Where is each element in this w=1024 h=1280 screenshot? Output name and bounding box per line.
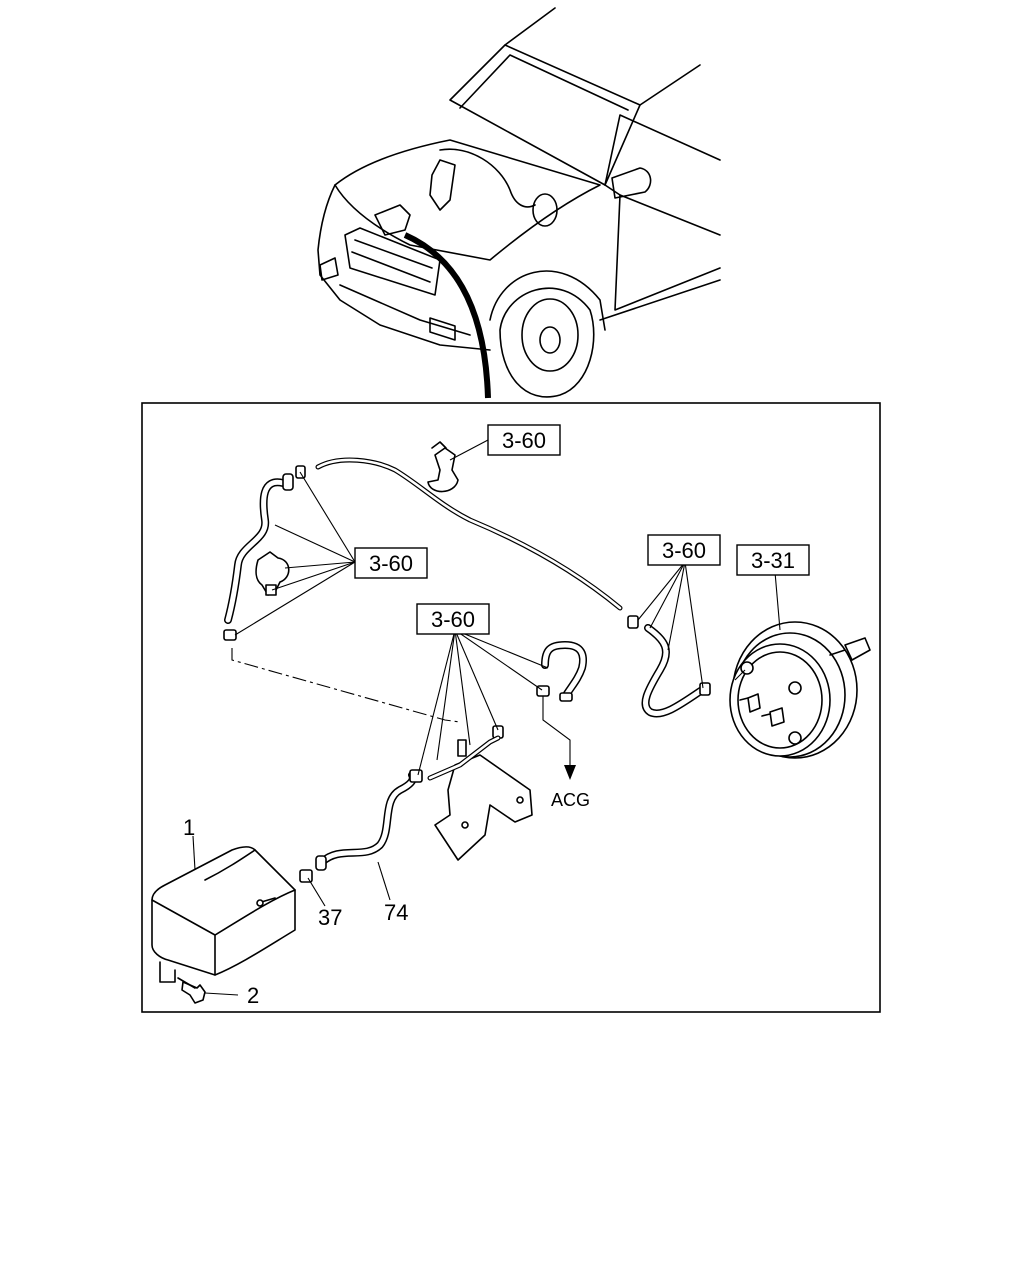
hose-clip-left xyxy=(255,551,290,596)
fittings xyxy=(223,465,711,883)
part-number-37: 37 xyxy=(318,905,342,930)
vacuum-lines xyxy=(224,457,706,866)
acg-direction-line xyxy=(542,695,571,766)
callout-3-60-left: 3-60 xyxy=(354,547,428,579)
hose-clip-top xyxy=(427,441,459,493)
vacuum-pipe-bracket xyxy=(427,735,533,861)
vehicle-illustration xyxy=(317,7,721,399)
acg-arrowhead xyxy=(564,765,576,780)
brake-booster xyxy=(729,621,871,759)
acg-label: ACG xyxy=(551,790,590,810)
callout-label: 3-60 xyxy=(431,607,475,632)
leader-lines xyxy=(192,439,781,996)
part-number-74: 74 xyxy=(384,900,408,925)
routing-centerline xyxy=(231,648,461,723)
callout-label: 3-60 xyxy=(662,538,706,563)
callout-3-60-center: 3-60 xyxy=(416,603,490,635)
detail-frame xyxy=(141,402,881,1013)
callout-label: 3-60 xyxy=(369,551,413,576)
part-number-1: 1 xyxy=(183,815,195,840)
callout-label: 3-31 xyxy=(751,548,795,573)
vacuum-tank xyxy=(151,846,296,983)
callout-3-60-right: 3-60 xyxy=(647,534,721,566)
callout-3-31-booster: 3-31 xyxy=(736,544,810,576)
callout-3-60-top: 3-60 xyxy=(487,424,561,456)
callout-label: 3-60 xyxy=(502,428,546,453)
mounting-bolt xyxy=(177,977,206,1004)
part-number-2: 2 xyxy=(247,983,259,1008)
